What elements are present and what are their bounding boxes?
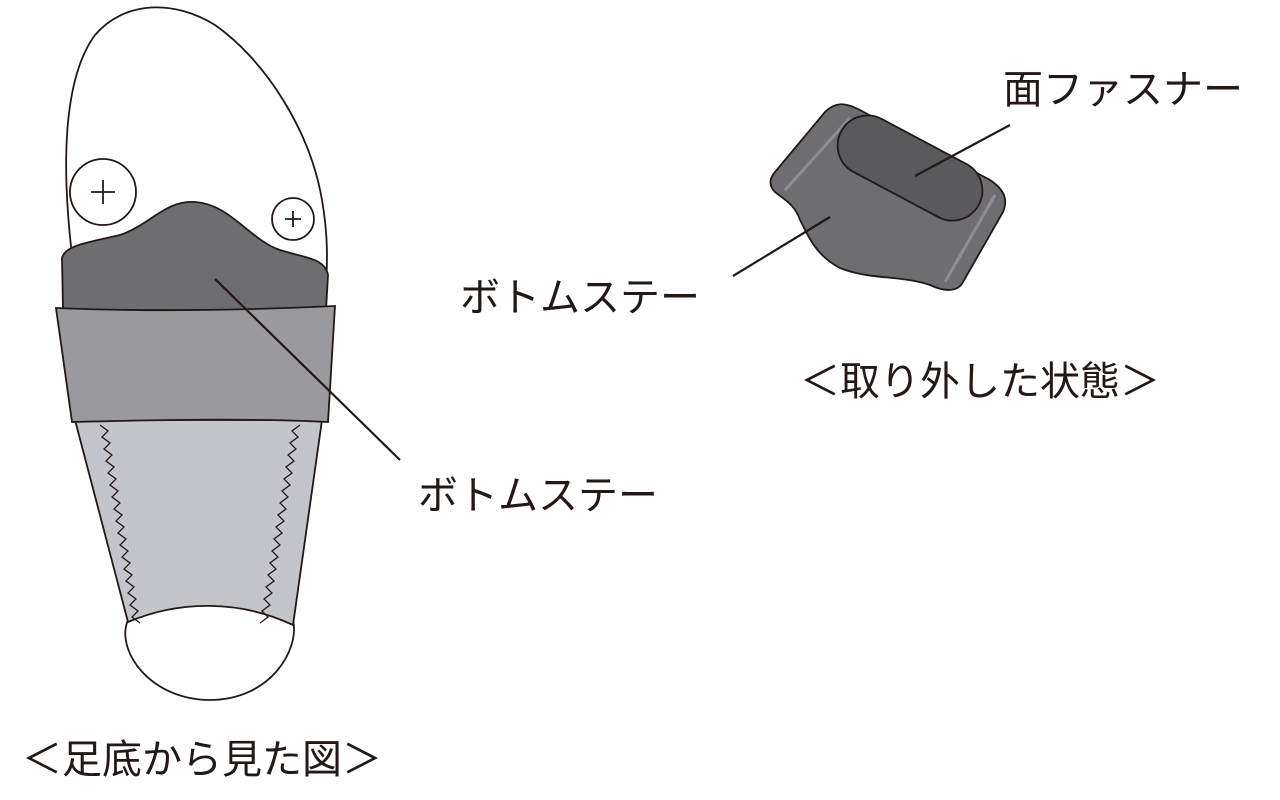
caption-sole-view: ＜足底から見た図＞	[22, 737, 382, 783]
hook-and-loop-patch	[836, 114, 984, 222]
strap-band	[54, 305, 336, 423]
label-hook-and-loop: 面ファスナー	[1003, 67, 1243, 113]
caption-removed: ＜取り外した状態＞	[800, 359, 1160, 405]
leader-line	[732, 216, 831, 277]
bottom-stay-mounted	[61, 201, 329, 311]
label-bottom-stay: ボトムステー	[418, 473, 658, 519]
zigzag-stitch-right	[259, 424, 301, 624]
leader-line	[914, 124, 1011, 177]
leader-line	[214, 278, 401, 461]
fabric-section	[73, 419, 324, 627]
plus-icon	[285, 211, 301, 227]
label-bottom-stay: ボトムステー	[460, 275, 700, 321]
zigzag-stitch-left	[99, 424, 141, 624]
bottom-stay-removed	[769, 103, 1007, 291]
highlight-strip	[783, 116, 997, 283]
plus-icon	[91, 180, 115, 204]
